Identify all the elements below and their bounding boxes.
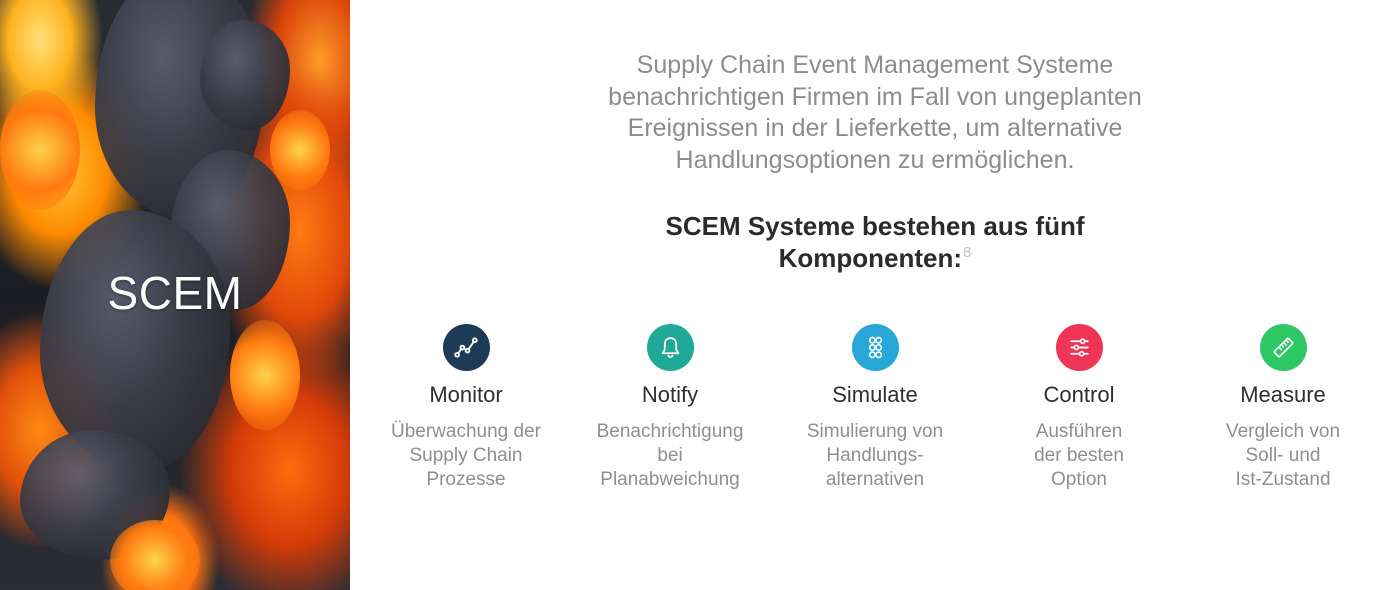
component-title: Monitor — [429, 382, 503, 407]
description-line: Ist-Zustand — [1235, 469, 1331, 490]
heading-line-text: Komponenten: — [778, 242, 963, 273]
fire-glow — [0, 90, 80, 210]
fire-glow — [110, 520, 200, 590]
component-title: Measure — [1240, 382, 1326, 407]
fire-glow — [270, 110, 330, 190]
main-content: Supply Chain Event Management Systeme be… — [350, 0, 1400, 590]
component-description: Ausführen der besten Option — [979, 420, 1179, 492]
hero-title: SCEM — [107, 267, 243, 319]
description-line: Simulierung von — [806, 421, 944, 442]
intro-line: Handlungsoptionen zu ermöglichen. — [675, 145, 1075, 174]
component-title: Simulate — [832, 382, 918, 407]
description-line: alternativen — [825, 469, 925, 490]
coal-shape — [200, 20, 290, 130]
component-description: Vergleich von Soll- und Ist-Zustand — [1183, 420, 1383, 492]
description-line: Planabweichung — [600, 469, 740, 490]
fire-glow — [230, 320, 300, 430]
component-simulate: Simulate Simulierung von Handlungs- alte… — [775, 324, 975, 492]
component-control: Control Ausführen der besten Option — [979, 324, 1179, 492]
component-description: Simulierung von Handlungs- alternativen — [775, 420, 975, 492]
component-notify: Notify Benachrichtigung bei Planabweichu… — [570, 324, 770, 492]
description-line: Handlungs- — [826, 445, 924, 466]
description-line: Option — [1051, 469, 1107, 490]
heading-line: SCEM Systeme bestehen aus fünf — [665, 211, 1085, 241]
intro-paragraph: Supply Chain Event Management Systeme be… — [575, 50, 1175, 176]
component-title: Notify — [641, 382, 699, 407]
description-line: Prozesse — [426, 469, 506, 490]
component-description: Überwachung der Supply Chain Prozesse — [366, 420, 566, 492]
component-monitor: Monitor Überwachung der Supply Chain Pro… — [366, 324, 566, 492]
fire-image-panel: SCEM — [0, 0, 350, 590]
description-line: der besten — [1034, 445, 1124, 466]
component-measure: Measure Vergleich von Soll- und Ist-Zust… — [1183, 324, 1383, 492]
component-title: Control — [1043, 382, 1115, 407]
heading-line: Komponenten:8 — [600, 243, 1150, 275]
coal-shape — [40, 210, 230, 470]
component-description: Benachrichtigung bei Planabweichung — [570, 420, 770, 492]
description-line: bei — [657, 445, 683, 466]
description-line: Soll- und — [1245, 445, 1321, 466]
description-line: Supply Chain — [409, 445, 523, 466]
description-line: Ausführen — [1035, 421, 1123, 442]
intro-line: benachrichtigen Firmen im Fall von ungep… — [608, 82, 1142, 111]
sliders-icon — [1055, 324, 1103, 371]
components-heading: SCEM Systeme bestehen aus fünf Komponent… — [600, 211, 1150, 274]
intro-line: Supply Chain Event Management Systeme — [636, 51, 1114, 79]
footnote-reference[interactable]: 8 — [963, 243, 972, 261]
description-line: Überwachung der — [391, 421, 541, 442]
description-line: Benachrichtigung — [596, 421, 744, 442]
intro-line: Ereignissen in der Lieferkette, um alter… — [627, 114, 1123, 142]
description-line: Vergleich von — [1225, 421, 1341, 442]
ruler-icon — [1259, 324, 1307, 371]
bell-icon — [646, 324, 694, 371]
chart-line-icon — [442, 324, 490, 371]
nodes-icon — [851, 324, 899, 371]
